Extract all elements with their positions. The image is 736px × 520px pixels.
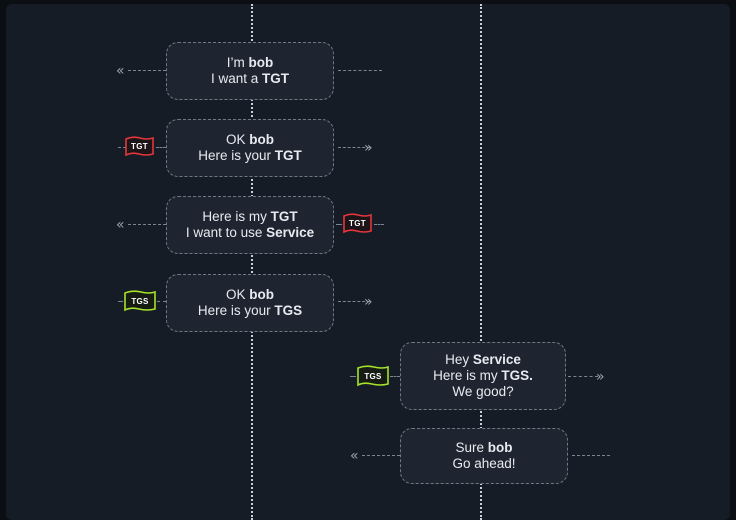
chevron-double-right-icon: » — [364, 140, 372, 156]
message-line: I want to use Service — [185, 225, 315, 240]
arrow-line — [157, 301, 166, 302]
chevron-double-left-icon: « — [116, 63, 124, 79]
message-line: I’m bob — [226, 55, 274, 70]
diagram-canvas: « I’m bob I want a TGT TGT OK bob Here i… — [6, 4, 730, 520]
arrow-line — [128, 224, 166, 225]
ticket-label: TGT — [349, 219, 366, 228]
chevron-double-right-icon: » — [364, 294, 372, 310]
message-line: We good? — [452, 384, 514, 399]
message-bubble-2: OK bob Here is your TGT — [166, 119, 334, 177]
arrow-line — [338, 147, 370, 148]
message-bubble-6: Sure bob Go ahead! — [400, 428, 568, 484]
lifeline-service — [480, 4, 482, 520]
tgs-ticket-icon: TGS — [123, 290, 156, 312]
message-bubble-3: Here is my TGT I want to use Service — [166, 196, 334, 254]
arrow-line — [338, 301, 370, 302]
message-line: Go ahead! — [452, 456, 516, 471]
tgt-ticket-icon: TGT — [124, 136, 155, 157]
arrow-line — [128, 70, 166, 71]
ticket-label: TGS — [131, 296, 149, 306]
message-line: Here is your TGS — [197, 303, 303, 318]
arrow-line — [362, 455, 400, 456]
lifeline-kdc — [251, 4, 253, 520]
message-line: Hey Service — [445, 352, 521, 367]
message-bubble-5: Hey Service Here is my TGS. We good? — [400, 342, 566, 410]
arrow-line — [350, 376, 356, 377]
chevron-double-right-icon: » — [596, 369, 604, 385]
tgs-ticket-icon: TGS — [356, 365, 389, 387]
arrow-line — [390, 376, 400, 377]
chevron-double-left-icon: « — [350, 448, 358, 464]
ticket-label: TGS — [364, 371, 382, 381]
arrow-line — [374, 224, 384, 225]
arrow-line — [156, 147, 166, 148]
arrow-line — [336, 224, 342, 225]
arrow-line — [338, 70, 382, 71]
arrow-line — [568, 376, 598, 377]
arrow-line — [572, 455, 610, 456]
message-line: Here is my TGT — [202, 209, 298, 224]
tgt-ticket-icon: TGT — [342, 213, 373, 234]
message-line: I want a TGT — [210, 71, 290, 86]
message-line: OK bob — [225, 132, 274, 147]
arrow-line — [118, 301, 123, 302]
arrow-line — [118, 147, 126, 148]
message-line: Here is your TGT — [198, 148, 302, 163]
message-line: Here is my TGS. — [433, 368, 533, 383]
chevron-double-left-icon: « — [116, 217, 124, 233]
ticket-label: TGT — [131, 142, 148, 151]
message-line: Sure bob — [455, 440, 513, 455]
message-bubble-1: I’m bob I want a TGT — [166, 42, 334, 100]
message-line: OK bob — [225, 287, 274, 302]
message-bubble-4: OK bob Here is your TGS — [166, 274, 334, 332]
